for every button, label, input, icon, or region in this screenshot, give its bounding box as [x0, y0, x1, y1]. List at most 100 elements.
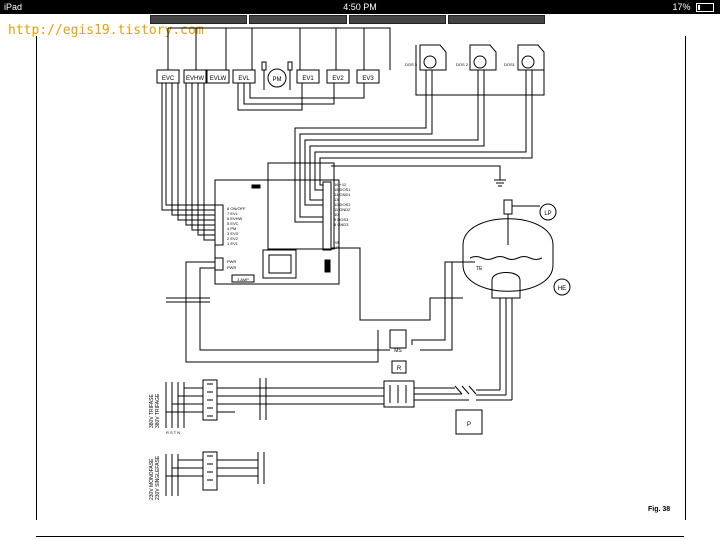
svg-text:DOS 3: DOS 3 — [405, 62, 418, 67]
toolbar-segment[interactable] — [249, 15, 347, 24]
component-evc: EVC — [156, 69, 180, 84]
cable-break — [259, 378, 267, 420]
svg-text:EVLW: EVLW — [210, 76, 227, 82]
toolbar-segment[interactable] — [150, 15, 248, 24]
supply-wire — [217, 387, 384, 413]
supply-wire — [414, 387, 469, 401]
signal-wire — [299, 70, 433, 218]
bus-wire — [168, 27, 391, 70]
single-phase-label: 230V MONOFASE — [149, 458, 155, 500]
status-right: 17% — [672, 0, 714, 14]
three-phase-terminals — [202, 379, 218, 421]
signal-wire — [171, 83, 215, 216]
dosing-pump-3: DOS 3 — [405, 44, 447, 71]
signal-wire — [191, 83, 215, 231]
board-right-terminal-strip — [322, 181, 332, 251]
pin-label: +B — [334, 240, 339, 245]
svg-text:PM: PM — [273, 77, 282, 83]
dosing-pump-2: DOS 2 — [456, 44, 497, 71]
cable-break — [166, 297, 210, 303]
pin-label: 14 GND1 — [334, 192, 351, 197]
signal-wire — [185, 261, 379, 363]
toolbar-strip[interactable] — [150, 15, 545, 24]
pin-label: 5 EVC — [227, 221, 239, 226]
signal-wire — [331, 247, 463, 321]
pin-label: 2 EV2 — [227, 236, 239, 241]
supply-wire — [165, 382, 185, 428]
signal-wire — [304, 70, 479, 206]
battery-icon — [696, 3, 714, 13]
svg-text:EVHW: EVHW — [186, 76, 204, 82]
supply-wire — [165, 454, 179, 496]
component-ev3: EV3 — [356, 69, 380, 84]
signal-wire — [309, 70, 485, 201]
cable-break — [257, 452, 265, 484]
signal-wire — [203, 83, 215, 241]
switch-symbol — [454, 385, 477, 395]
toolbar-segment[interactable] — [348, 15, 446, 24]
single-phase-terminals — [202, 451, 218, 491]
supply-wire — [166, 387, 203, 413]
pin-label: 15 DOS1 — [334, 187, 351, 192]
pin-label: 6 EVHW — [227, 216, 243, 221]
svg-text:EV1: EV1 — [302, 76, 314, 82]
boiler-tank: LP HE TE — [462, 199, 571, 299]
svg-text:EV2: EV2 — [332, 76, 344, 82]
three-phase-label: 380V TRIFAGE — [155, 393, 161, 428]
component-evhw: EVHW — [183, 69, 207, 84]
pin-label: 8 GND3 — [334, 222, 349, 227]
component-r: R — [391, 360, 407, 374]
signal-wire — [185, 83, 215, 226]
svg-text:TE: TE — [476, 266, 483, 272]
svg-text:EVC: EVC — [162, 76, 175, 82]
svg-text:DOS1: DOS1 — [504, 62, 516, 67]
component-pm: PM — [261, 61, 293, 90]
signal-wire — [420, 261, 475, 351]
signal-wire — [237, 83, 303, 111]
component-evl: EVL — [232, 69, 256, 84]
signal-wire — [165, 83, 215, 206]
pin-label: 12 DOS2 — [334, 202, 351, 207]
pin-label: 8 ON/OFF — [227, 206, 246, 211]
single-phase-label: 230V SINGLEFASE — [155, 455, 161, 500]
component-evlw: EVLW — [206, 69, 230, 84]
power-wire — [499, 298, 513, 400]
ground-icon — [494, 179, 506, 187]
ground-wire — [331, 165, 501, 180]
supply-wire — [166, 459, 203, 477]
component-ms: MS — [389, 329, 407, 354]
svg-text:R: R — [397, 366, 402, 372]
toolbar-segment[interactable] — [447, 15, 545, 24]
dosing-pump-1: DOS1 — [504, 44, 545, 71]
component-ev2: EV2 — [326, 69, 350, 84]
pin-label: PWR — [227, 259, 236, 264]
watermark-url: http://egis19.tistory.com — [8, 23, 204, 38]
pin-label: 7 EVL — [227, 211, 239, 216]
component-p: P — [455, 409, 483, 435]
supply-wire — [217, 459, 258, 477]
signal-wire — [294, 70, 427, 223]
document-page — [36, 36, 686, 520]
svg-text:3 AMP: 3 AMP — [237, 277, 249, 282]
svg-text:EVL: EVL — [238, 76, 250, 82]
contactor-block — [383, 380, 415, 408]
ios-status-bar: iPad 4:50 PM 17% — [0, 0, 720, 14]
status-time: 4:50 PM — [343, 2, 377, 12]
signal-wire — [161, 83, 215, 211]
pin-label: 1 EV1 — [227, 241, 239, 246]
page-bottom-rule — [36, 536, 684, 537]
pin-label: 11 GND2 — [334, 207, 351, 212]
signal-wire — [243, 83, 335, 105]
three-phase-label: 380V TRIFASE — [149, 394, 155, 428]
pin-label: 3 EV3 — [227, 231, 239, 236]
svg-text:P: P — [467, 422, 471, 428]
signal-wire — [177, 83, 215, 221]
signal-wire — [415, 45, 545, 96]
signal-wire — [199, 267, 390, 351]
component-ev1: EV1 — [296, 69, 320, 84]
signal-wire — [319, 70, 533, 186]
device-label: iPad — [4, 2, 23, 12]
pin-label: 13 — [334, 197, 339, 202]
signal-wire — [411, 261, 463, 345]
